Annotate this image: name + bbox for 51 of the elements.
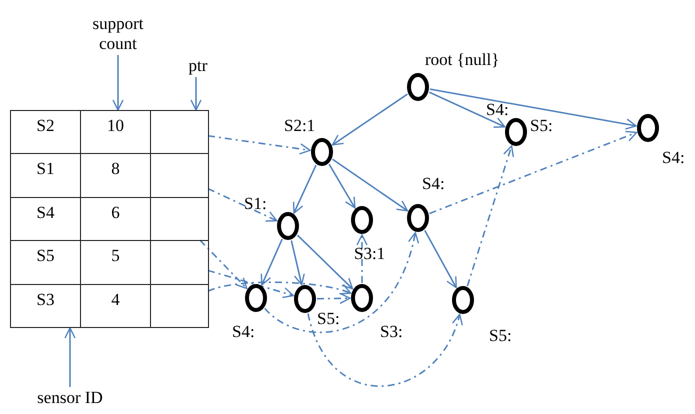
support-count-value: 10	[107, 115, 124, 137]
node-link-arrow	[466, 145, 514, 286]
tree-edge-arrow	[328, 164, 356, 209]
support-count-value: 8	[111, 158, 120, 180]
pointer-cell	[150, 284, 209, 328]
node-label: S3:	[380, 322, 403, 342]
column-caption: support count	[78, 14, 158, 54]
node-label: S4:	[486, 100, 509, 120]
node-label: S5:	[489, 326, 512, 346]
tree-edge-arrow	[332, 94, 408, 146]
node-link-arrow	[208, 282, 352, 296]
node-label: S3:1	[354, 244, 386, 264]
node-label: S4:	[662, 148, 685, 168]
sensor-id: S3	[36, 288, 54, 311]
tree-edge-arrow	[332, 158, 408, 212]
sensor-id: S5	[36, 245, 54, 268]
node-link-arrow	[316, 292, 351, 304]
support-count-value: 4	[111, 288, 120, 311]
node-link-arrow	[356, 234, 368, 283]
tree-edge-arrow	[292, 164, 317, 214]
tree-edge-arrow	[290, 240, 305, 286]
node-link-arrow	[264, 232, 418, 333]
tree-edge-arrow	[190, 77, 202, 111]
tree-edge-arrow	[112, 55, 124, 111]
tree-edge-arrow	[260, 238, 283, 286]
tree-edge-arrow	[430, 88, 637, 130]
column-caption: sensor ID	[20, 388, 120, 408]
tree-edge-arrow	[428, 91, 506, 128]
pointer-cell	[150, 110, 209, 154]
sensor-id: S4	[36, 202, 54, 224]
node-label: S2:1	[284, 116, 316, 136]
node-link-arrow	[208, 135, 311, 154]
tree-edge-arrow	[424, 230, 457, 288]
tree-edge-arrow	[296, 234, 354, 290]
node-link-arrow	[429, 130, 638, 214]
node-label: S1:	[244, 194, 267, 214]
sensor-id: S2	[36, 115, 54, 137]
column-caption: ptr	[178, 56, 218, 76]
node-link-arrow	[208, 270, 294, 298]
node-label: S5:	[317, 309, 340, 329]
node-label: S4:	[232, 322, 255, 342]
node-label: root {null}	[425, 50, 500, 70]
support-count-value: 5	[111, 245, 120, 268]
node-link-arrow	[208, 188, 278, 222]
node-label: S5:	[530, 116, 553, 136]
sensor-id: S1	[36, 158, 54, 180]
node-label: S4:	[422, 174, 445, 194]
node-link-arrow	[199, 240, 248, 290]
support-count-value: 6	[111, 202, 120, 224]
tree-edge-arrow	[64, 327, 76, 387]
node-link-arrow	[307, 313, 462, 387]
